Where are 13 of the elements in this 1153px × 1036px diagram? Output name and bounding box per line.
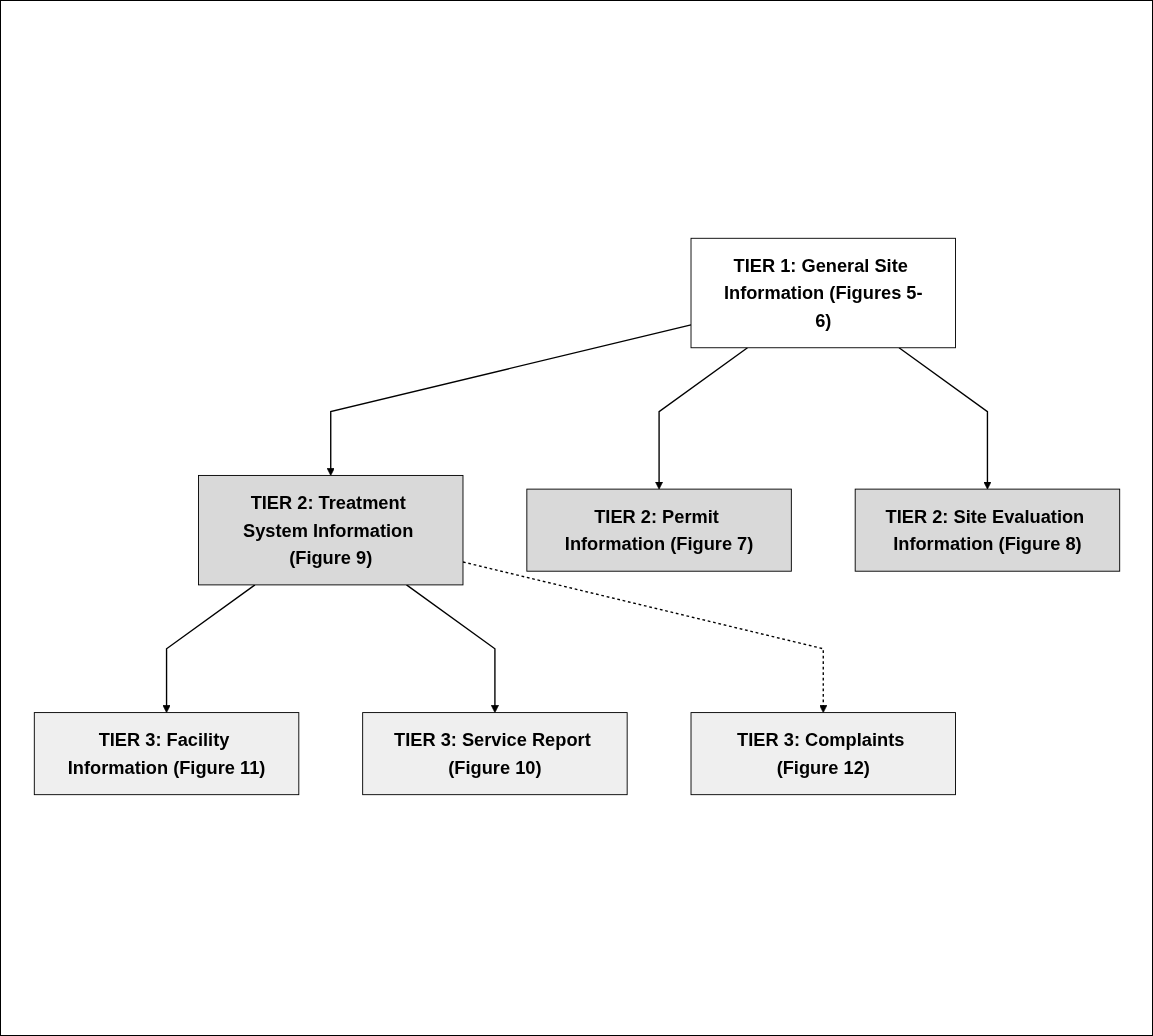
node-box: TIER 2: Permit Information (Figure 7): [525, 488, 792, 572]
arrow: [162, 583, 256, 713]
arrow: [405, 583, 499, 713]
node-box: TIER 3: Complaints (Figure 12): [690, 711, 956, 795]
node-box: TIER 2: Treatment System Information (Figure 9): [197, 474, 463, 585]
node-box: TIER 3: Facility Information (Figure 11): [33, 711, 299, 795]
node-box: TIER 2: Site Evaluation Information (Figure 8): [854, 488, 1120, 572]
arrow: [654, 346, 748, 489]
arrow: [326, 323, 692, 476]
arrow: [897, 346, 991, 489]
node-box: TIER 1: General Site Information (Figures 5-6): [690, 237, 956, 348]
arrow: [461, 560, 827, 713]
node-box: TIER 3: Service Report (Figure 10): [361, 711, 628, 795]
